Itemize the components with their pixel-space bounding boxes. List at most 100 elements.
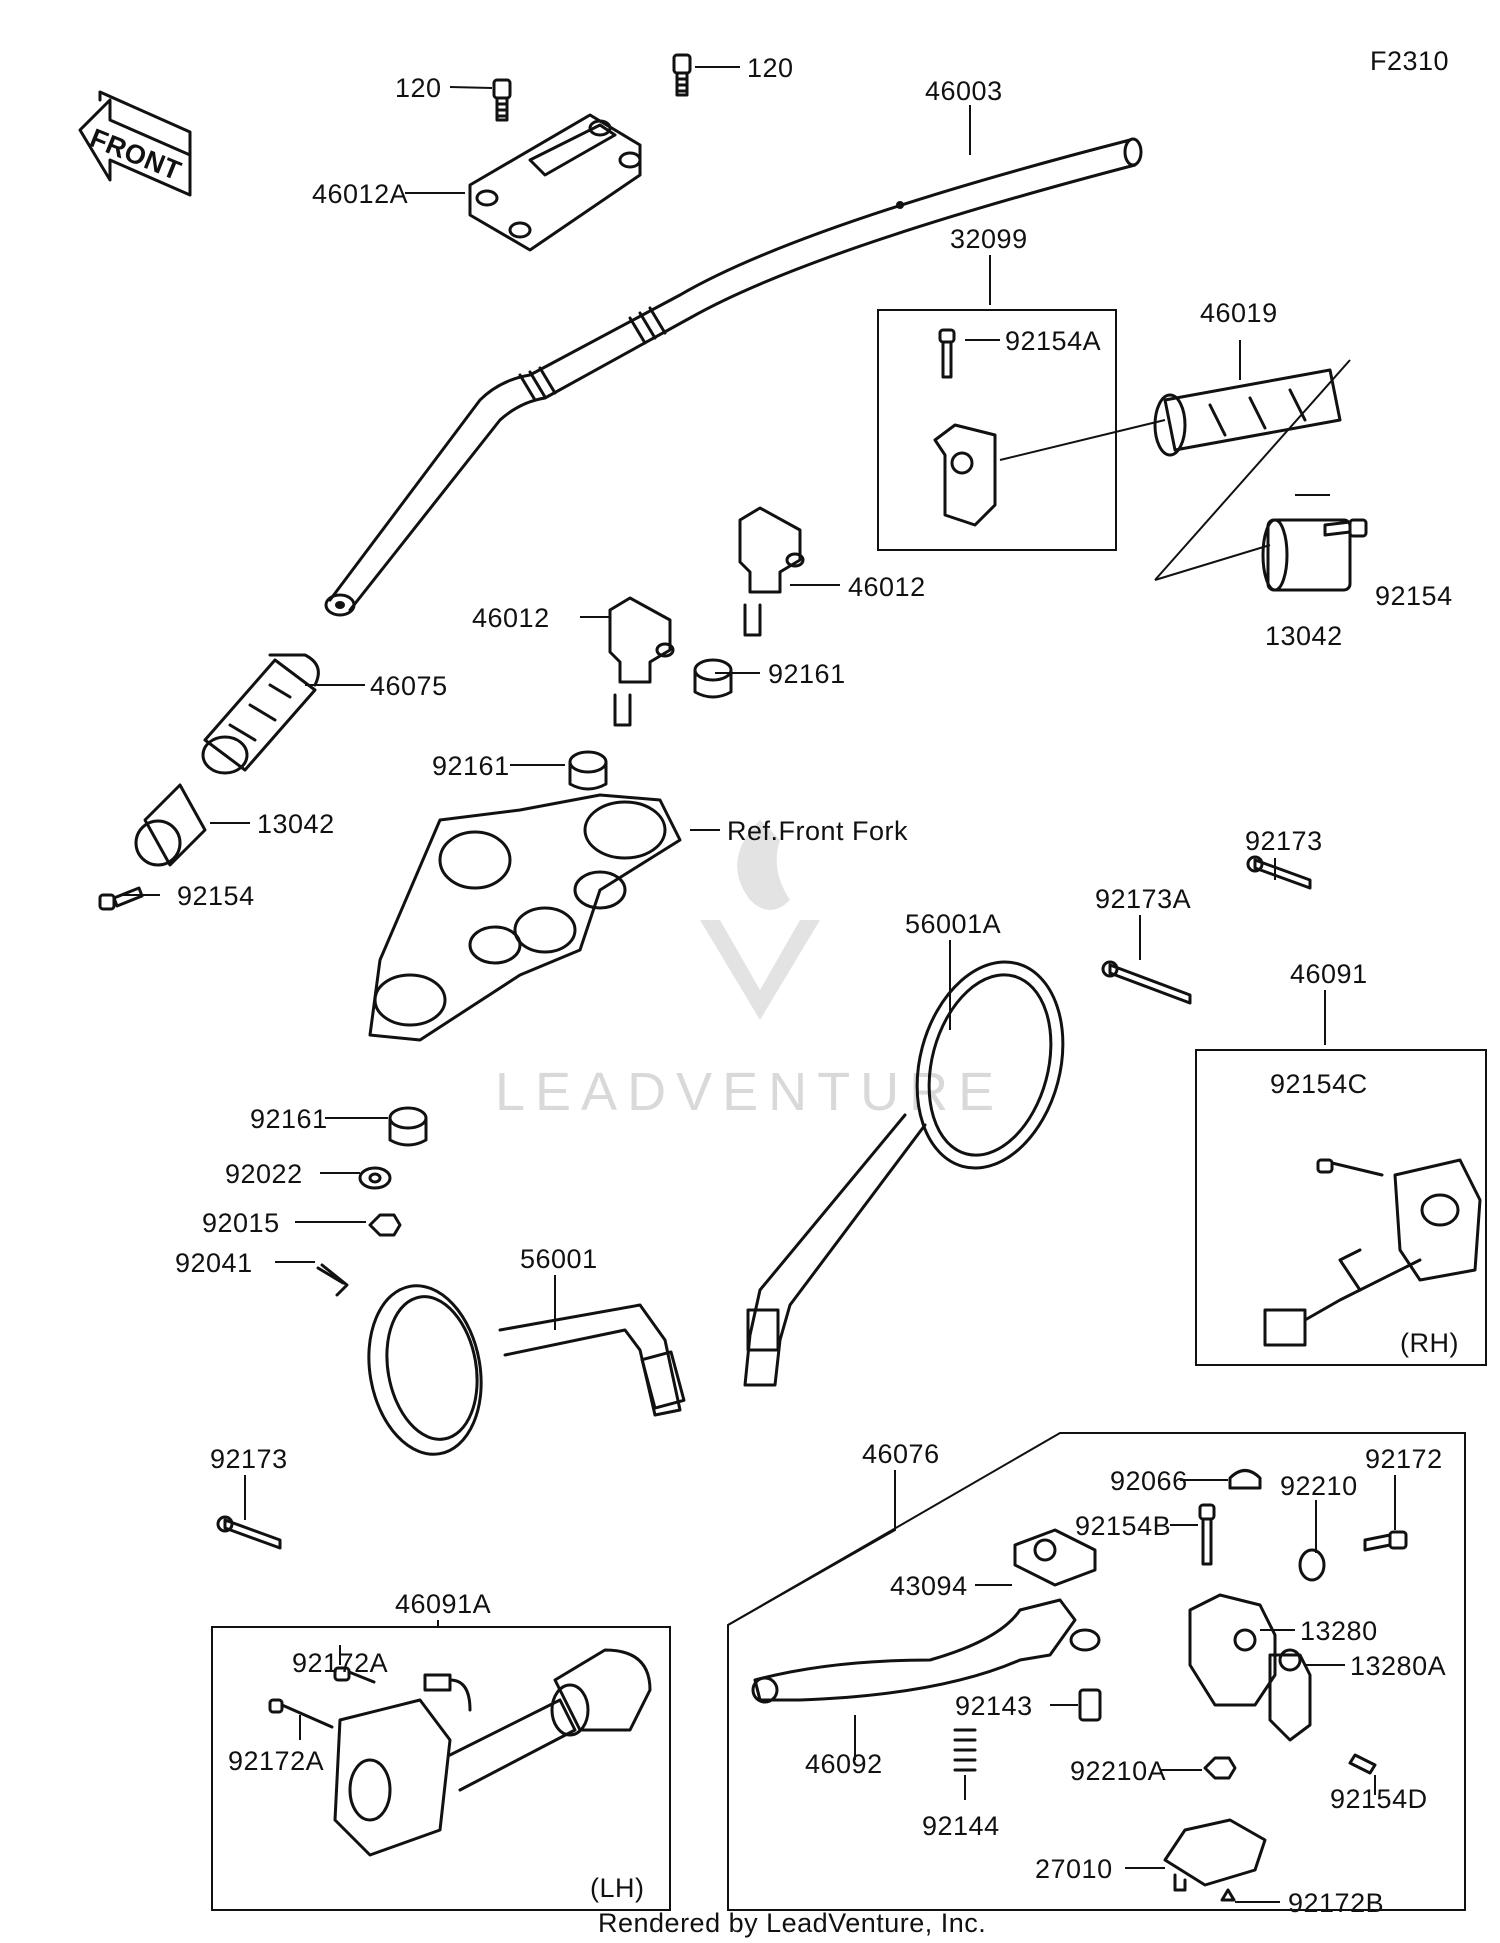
nut-92015 — [368, 1213, 402, 1237]
nut-92210A — [1203, 1756, 1237, 1780]
label-92154C: 92154C — [1270, 1069, 1368, 1099]
leader-lines — [120, 66, 1396, 1903]
lever-bracket — [1188, 1593, 1312, 1742]
part-labels: 120 120 46003 46012A 32099 92154A 46019 … — [175, 53, 1459, 1918]
label-56001A: 56001A — [905, 909, 1001, 939]
riser-left — [608, 596, 675, 727]
label-92173-right: 92173 — [1245, 826, 1323, 856]
label-ref-front-fork: Ref.Front Fork — [727, 816, 908, 846]
label-46012-left: 46012 — [472, 603, 550, 633]
label-46019: 46019 — [1200, 298, 1278, 328]
label-13280A: 13280A — [1350, 1651, 1446, 1681]
label-46091: 46091 — [1290, 959, 1368, 989]
label-13042-left: 13042 — [257, 809, 335, 839]
label-46076: 46076 — [862, 1439, 940, 1469]
front-arrow-icon: FRONT — [78, 90, 192, 197]
riser-right — [738, 506, 805, 637]
cap-92066 — [1228, 1469, 1262, 1490]
label-46075: 46075 — [370, 671, 448, 701]
label-92210A: 92210A — [1070, 1756, 1166, 1786]
rh-switch-box — [1195, 1049, 1487, 1366]
cable-tie-92173-right — [1246, 855, 1312, 890]
label-92172A-b: 92172A — [228, 1746, 324, 1776]
diagram-code: F2310 — [1370, 46, 1449, 76]
label-92143: 92143 — [955, 1691, 1033, 1721]
label-27010: 27010 — [1035, 1854, 1113, 1884]
label-92173-left: 92173 — [210, 1444, 288, 1474]
bolt-92172 — [1363, 1530, 1408, 1552]
footer-credit: Rendered by LeadVenture, Inc. — [598, 1908, 986, 1938]
watermark: LEADVENTURE — [495, 820, 1004, 1122]
switch-27010 — [1163, 1818, 1267, 1892]
mirror-left — [367, 1284, 686, 1456]
label-13042-right: 13042 — [1265, 621, 1343, 651]
label-120-b: 120 — [747, 53, 794, 83]
bushing-92161-a — [568, 750, 608, 791]
label-46092: 46092 — [805, 1749, 883, 1779]
screw-92154D — [1348, 1753, 1377, 1775]
label-92154D: 92154D — [1330, 1784, 1428, 1814]
bushing-92161-b — [693, 658, 733, 699]
bar-end-right — [1261, 518, 1352, 592]
handlebar — [324, 137, 1143, 617]
adjuster-43094 — [1013, 1528, 1097, 1587]
collar-92143 — [1078, 1688, 1102, 1722]
label-92161-b: 92161 — [432, 751, 510, 781]
label-92172A-a: 92172A — [292, 1648, 388, 1678]
clutch-lever — [751, 1598, 1101, 1704]
label-92015: 92015 — [202, 1208, 280, 1238]
label-46091A: 46091A — [395, 1589, 491, 1619]
screw-92154-left — [98, 886, 144, 911]
spring-92144 — [953, 1728, 977, 1772]
label-13280: 13280 — [1300, 1616, 1378, 1646]
label-46003: 46003 — [925, 76, 1003, 106]
label-92154B: 92154B — [1075, 1511, 1171, 1541]
label-46012A: 46012A — [312, 179, 408, 209]
mirror-right — [743, 960, 1065, 1387]
label-92144: 92144 — [922, 1811, 1000, 1841]
label-92022: 92022 — [225, 1159, 303, 1189]
label-56001: 56001 — [520, 1244, 598, 1274]
cotter-pin-92041 — [316, 1263, 349, 1297]
label-92154-left: 92154 — [177, 881, 255, 911]
throttle-housing — [933, 328, 997, 527]
grip-left — [201, 653, 320, 775]
cable-tie-92173A — [1101, 960, 1192, 1005]
label-92210: 92210 — [1280, 1471, 1358, 1501]
bar-end-left — [134, 783, 207, 867]
label-92041: 92041 — [175, 1248, 253, 1278]
label-46012-right: 46012 — [848, 572, 926, 602]
cable-tie-92173-left — [216, 1515, 282, 1550]
label-92172B: 92172B — [1288, 1888, 1384, 1918]
lever-box — [727, 1432, 1466, 1911]
label-32099: 32099 — [950, 224, 1028, 254]
lh-switch-box — [211, 1626, 671, 1911]
bolt-92154B — [1198, 1503, 1216, 1566]
bolt-120-b — [672, 53, 692, 97]
washer-92022 — [358, 1166, 392, 1190]
bushing-92161-c — [388, 1106, 428, 1147]
label-92154-right: 92154 — [1375, 581, 1453, 611]
upper-clamp — [468, 113, 642, 252]
label-rh: (RH) — [1400, 1328, 1459, 1358]
label-92173A: 92173A — [1095, 884, 1191, 914]
label-92161-a: 92161 — [768, 659, 846, 689]
grip-right — [1153, 368, 1342, 457]
screw-92172B — [1220, 1888, 1236, 1902]
watermark-text: LEADVENTURE — [495, 1062, 1004, 1122]
label-43094: 43094 — [890, 1571, 968, 1601]
label-lh: (LH) — [590, 1873, 645, 1903]
washer-92210 — [1298, 1548, 1326, 1582]
label-92161-c: 92161 — [250, 1104, 328, 1134]
bolt-120-a — [492, 78, 512, 122]
label-120-a: 120 — [395, 73, 442, 103]
triple-clamp — [368, 793, 682, 1042]
lh-switch — [268, 1648, 652, 1857]
screw-92154-right — [1323, 518, 1368, 538]
label-92172: 92172 — [1365, 1444, 1443, 1474]
label-92154A: 92154A — [1005, 326, 1101, 356]
throttle-box — [877, 309, 1117, 551]
rh-switch — [1263, 1158, 1482, 1347]
